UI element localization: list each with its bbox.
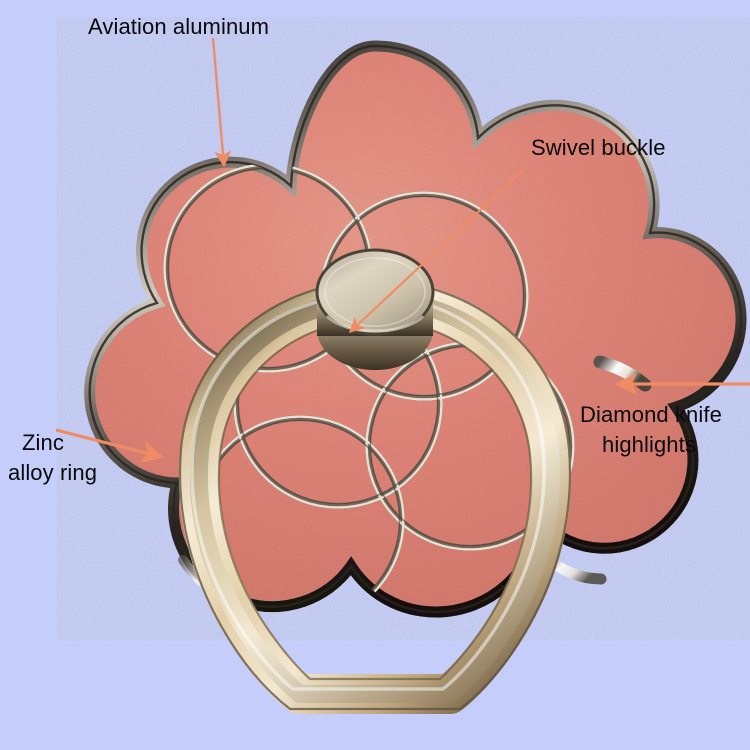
callout-line: Aviation aluminum: [88, 14, 270, 39]
callout-label-swivel-buckle: Swivel buckle: [531, 133, 666, 163]
callout-line: highlights: [602, 432, 696, 457]
arrow-aviation-aluminum: [211, 37, 232, 168]
callout-label-aviation-aluminum: Aviation aluminum: [88, 12, 269, 42]
swivel-buckle[interactable]: [315, 248, 435, 370]
callout-line: Swivel buckle: [531, 135, 666, 160]
callout-line: Zinc: [22, 430, 64, 455]
arrow-swivel-buckle: [348, 169, 524, 334]
callout-label-diamond-knife-highlights: Diamond knife highlights: [580, 400, 722, 460]
callout-line: Diamond knife: [580, 402, 722, 427]
diamond-knife-highlight: [593, 355, 652, 392]
callout-label-zinc-alloy-ring: Zinc alloy ring: [8, 428, 97, 488]
callout-line: alloy ring: [8, 460, 98, 485]
zinc-alloy-ring[interactable]: [178, 279, 572, 714]
arrow-zinc-alloy-ring: [55, 428, 165, 463]
